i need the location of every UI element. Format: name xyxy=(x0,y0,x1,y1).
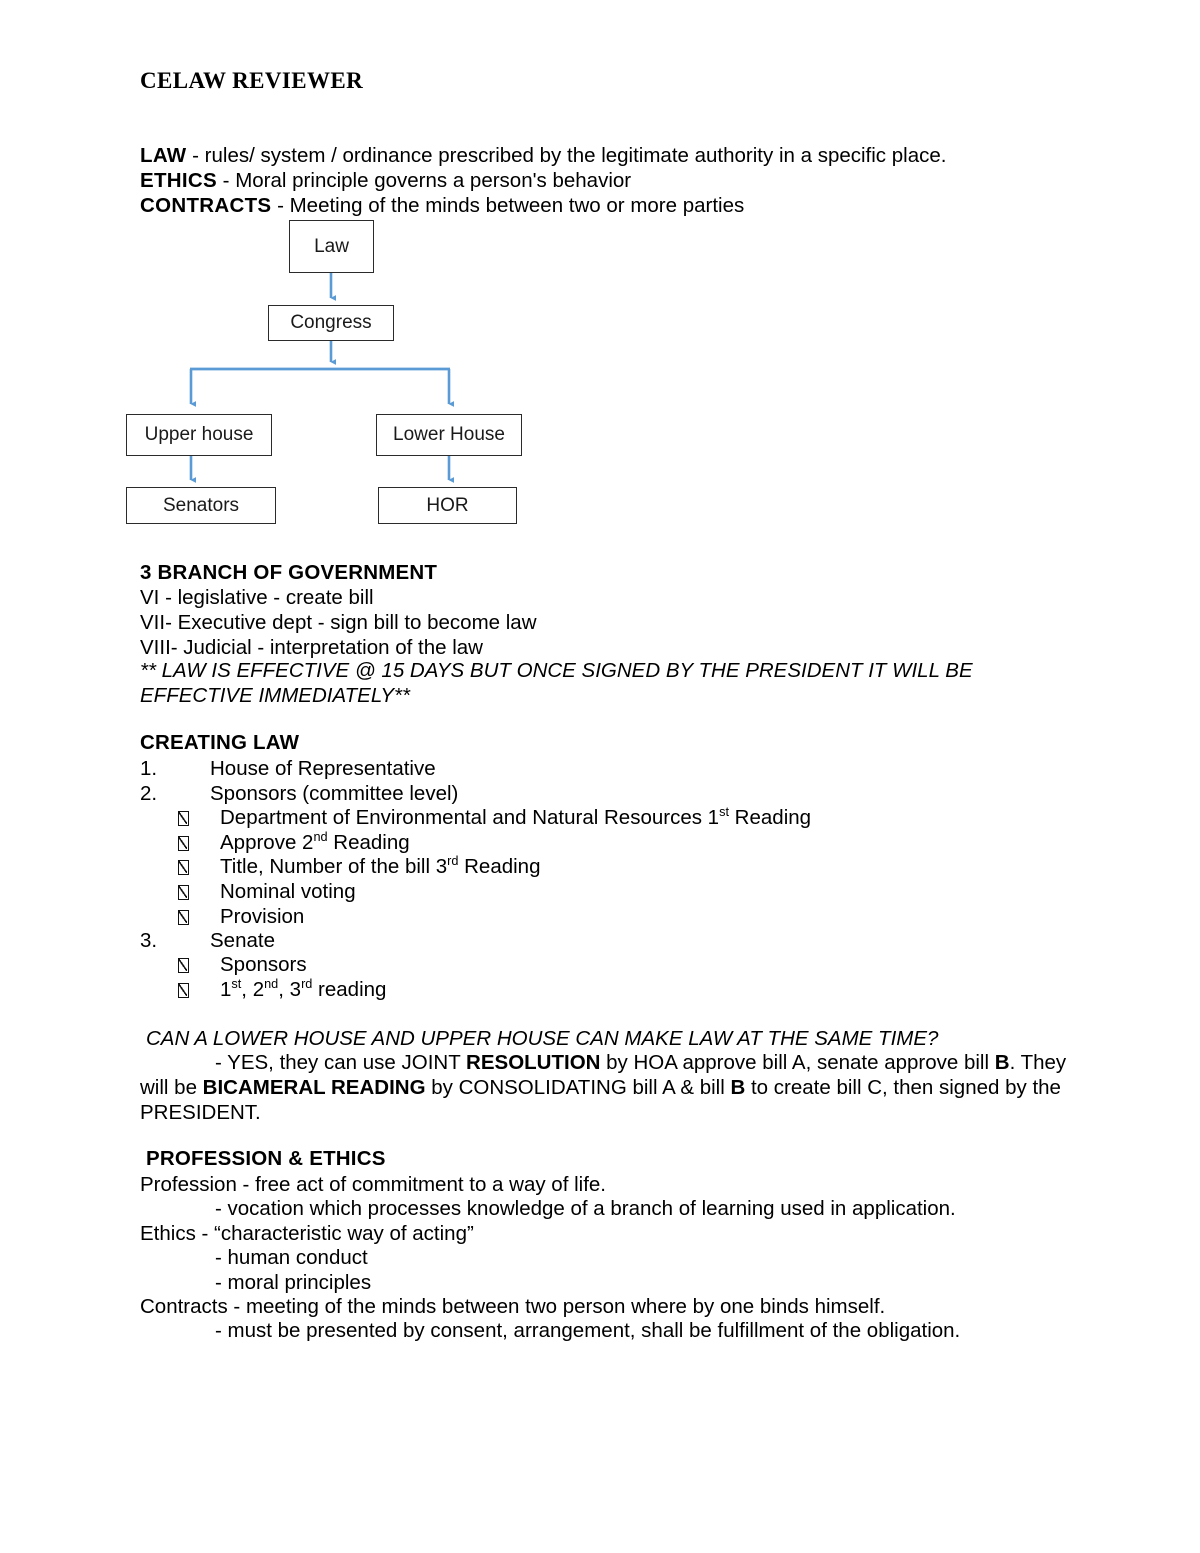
bullet-text: Sponsors xyxy=(220,953,307,976)
contracts-line: Contracts - meeting of the minds between… xyxy=(140,1295,886,1318)
ethics-subline-2: - moral principles xyxy=(215,1271,372,1294)
bullet-ordinal: st xyxy=(719,804,729,820)
creating-law-item-3: 3. Senate xyxy=(140,928,275,953)
ethics-subline-1: - human conduct xyxy=(215,1246,368,1269)
definition-contracts: CONTRACTS - Meeting of the minds between… xyxy=(140,193,744,218)
flow-node-lower-house[interactable]: Lower House xyxy=(376,414,522,456)
tofu-bullet-icon xyxy=(178,836,189,851)
tofu-bullet-icon xyxy=(178,958,189,973)
flow-node-hor[interactable]: HOR xyxy=(378,487,517,524)
answer-bold-bicameral-reading: BICAMERAL READING xyxy=(202,1076,426,1099)
flow-node-upper-house[interactable]: Upper house xyxy=(126,414,272,456)
reading-tail: reading xyxy=(312,978,387,1001)
branches-note: ** LAW IS EFFECTIVE @ 15 DAYS BUT ONCE S… xyxy=(140,659,973,707)
answer-bold-resolution: RESOLUTION xyxy=(466,1051,601,1074)
branches-heading: 3 BRANCH OF GOVERNMENT xyxy=(140,561,438,584)
profession-line: Profession - free act of commitment to a… xyxy=(140,1173,606,1196)
bullet-ordinal: nd xyxy=(313,829,328,845)
creating-law-item-1: 1. House of Representative xyxy=(140,756,436,781)
bullet-text: Department of Environmental and Natural … xyxy=(220,806,720,829)
answer-mid-3: by CONSOLIDATING bill A & bill xyxy=(425,1076,731,1099)
tofu-bullet-icon xyxy=(178,860,189,875)
flow-node-congress[interactable]: Congress xyxy=(268,305,394,341)
reading-1: 1 xyxy=(220,978,232,1001)
list-item: Provision xyxy=(178,904,304,929)
answer-mid-2: . They will be xyxy=(140,1051,1067,1099)
branches-item-2: VII- Executive dept - sign bill to becom… xyxy=(140,611,537,634)
tofu-bullet-icon xyxy=(178,811,189,826)
definition-text-contracts: - Meeting of the minds between two or mo… xyxy=(271,194,745,217)
definition-text-law: - rules/ system / ordinance prescribed b… xyxy=(186,144,947,167)
bullet-text: Provision xyxy=(220,905,305,928)
list-item-senate-readings: 1st, 2nd, 3rd reading xyxy=(178,977,386,1002)
tofu-bullet-icon xyxy=(178,910,189,925)
page-title: CELAW REVIEWER xyxy=(140,68,364,93)
profession-ethics-heading: PROFESSION & ETHICS xyxy=(146,1147,386,1170)
reading-2: 2 xyxy=(252,978,265,1001)
list-text-2: Sponsors (committee level) xyxy=(210,782,459,805)
creating-law-heading: CREATING LAW xyxy=(140,731,300,754)
branches-item-3: VIII- Judicial - interpretation of the l… xyxy=(140,636,483,659)
list-item: Department of Environmental and Natural … xyxy=(178,805,811,830)
ethics-line: Ethics - “characteristic way of acting” xyxy=(140,1222,474,1245)
bullet-text-tail: Reading xyxy=(327,831,410,854)
flow-node-senators[interactable]: Senators xyxy=(126,487,276,524)
list-number-3: 3. xyxy=(140,929,158,952)
branches-item-1: VI - legislative - create bill xyxy=(140,586,374,609)
reading-3: 3 xyxy=(289,978,302,1001)
bullet-text-tail: Reading xyxy=(458,855,541,878)
definition-text-ethics: - Moral principle governs a person's beh… xyxy=(216,169,632,192)
profession-subline: - vocation which processes knowledge of … xyxy=(215,1197,956,1220)
answer-bold-bill-b-1: B xyxy=(994,1051,1010,1074)
answer-lead: - YES, they can use JOINT xyxy=(215,1051,467,1074)
definition-ethics: ETHICS - Moral principle governs a perso… xyxy=(140,168,631,193)
definition-law: LAW - rules/ system / ordinance prescrib… xyxy=(140,143,946,168)
answer-mid-4: to create bill C, then signed by the PRE… xyxy=(140,1076,1061,1124)
bullet-text: Title, Number of the bill 3 xyxy=(220,855,448,878)
bullet-text: Nominal voting xyxy=(220,880,356,903)
joint-resolution-question: CAN A LOWER HOUSE AND UPPER HOUSE CAN MA… xyxy=(146,1027,939,1050)
list-text-3: Senate xyxy=(210,929,275,952)
flow-node-law[interactable]: Law xyxy=(289,220,374,273)
tofu-bullet-icon xyxy=(178,983,189,998)
list-text-1: House of Representative xyxy=(210,757,436,780)
list-item: Title, Number of the bill 3rd Reading xyxy=(178,854,540,879)
definition-term-law: LAW xyxy=(140,144,187,167)
contracts-subline: - must be presented by consent, arrangem… xyxy=(215,1319,961,1342)
joint-resolution-answer: - YES, they can use JOINT RESOLUTION by … xyxy=(140,1050,1075,1125)
reading-3-ordinal: rd xyxy=(301,976,313,992)
bullet-text: Approve 2 xyxy=(220,831,314,854)
list-number-2: 2. xyxy=(140,782,158,805)
reading-2-ordinal: nd xyxy=(264,976,279,992)
answer-mid-1: by HOA approve bill A, senate approve bi… xyxy=(600,1051,995,1074)
answer-bold-bill-b-2: B xyxy=(730,1076,746,1099)
tofu-bullet-icon xyxy=(178,885,189,900)
list-item: Approve 2nd Reading xyxy=(178,830,410,855)
creating-law-item-2: 2. Sponsors (committee level) xyxy=(140,781,458,806)
list-item: Nominal voting xyxy=(178,879,356,904)
reading-1-ordinal: st xyxy=(231,976,242,992)
bullet-text-tail: Reading xyxy=(728,806,812,829)
bullet-ordinal: rd xyxy=(447,853,459,869)
list-number-1: 1. xyxy=(140,757,158,780)
list-item: Sponsors xyxy=(178,952,307,977)
definition-term-ethics: ETHICS xyxy=(140,169,217,192)
definition-term-contracts: CONTRACTS xyxy=(140,194,272,217)
